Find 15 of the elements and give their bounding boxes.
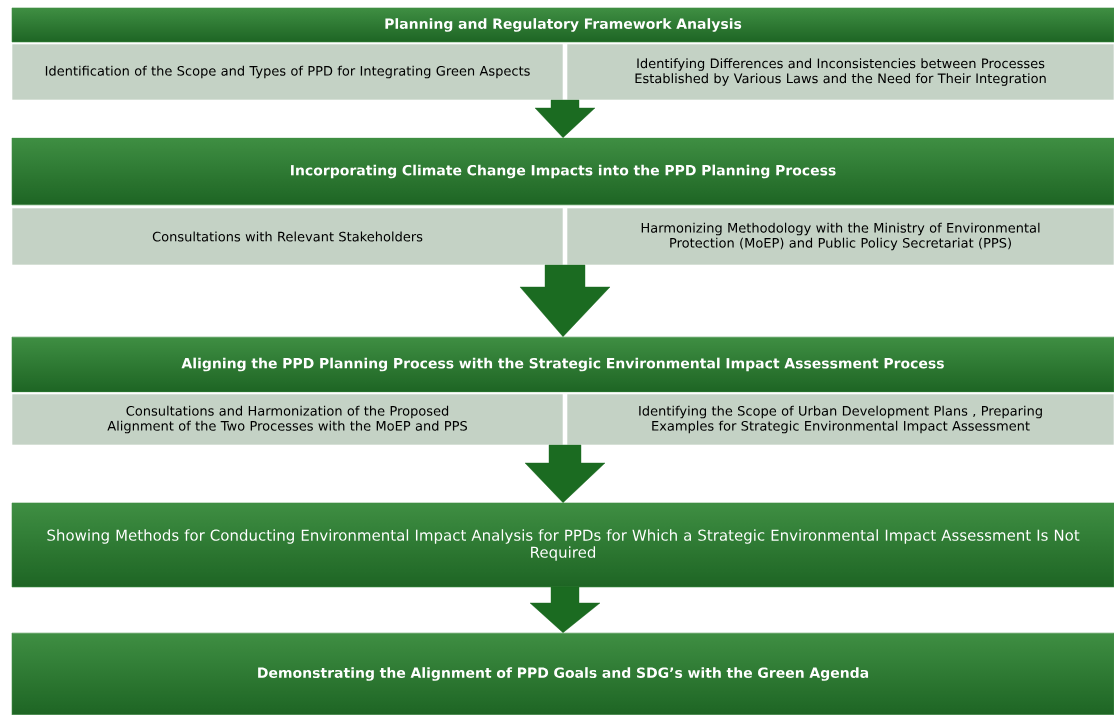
block-arrow bbox=[529, 586, 601, 633]
block-arrow bbox=[519, 264, 611, 337]
stage-banner: Aligning the PPD Planning Process with the Strategic Environmental Impact Assessment Process bbox=[11, 336, 1114, 393]
task-box: Consultations and Harmonization of the Proposed Alignment of the Two Processes with the MoEP and PPS bbox=[11, 393, 564, 446]
task-box: Identification of the Scope and Types of PPD for Integrating Green Aspects bbox=[11, 43, 564, 101]
stage-banner: Showing Methods for Conducting Environmental Impact Analysis for PPDs for Which a Strategic Environmental Impact Assessment Is Not Required bbox=[11, 502, 1114, 588]
stage-banner: Demonstrating the Alignment of PPD Goals and SDG’s with the Green Agenda bbox=[11, 632, 1114, 715]
stage-banner: Incorporating Climate Change Impacts into the PPD Planning Process bbox=[11, 137, 1114, 206]
block-arrow bbox=[524, 444, 606, 503]
block-arrow bbox=[534, 99, 596, 138]
task-box: Harmonizing Methodology with the Ministry of Environmental Protection (MoEP) and Public Policy Secretariat (PPS) bbox=[566, 207, 1114, 266]
task-box: Identifying the Scope of Urban Development Plans , Preparing Examples for Strategic Environmental Impact Assessment bbox=[566, 393, 1114, 446]
task-box: Consultations with Relevant Stakeholders bbox=[11, 207, 564, 266]
task-box: Identifying Differences and Inconsistencies between Processes Established by Various Laws and the Need for Their Integration bbox=[566, 43, 1114, 101]
stage-banner: Planning and Regulatory Framework Analysis bbox=[11, 7, 1114, 43]
